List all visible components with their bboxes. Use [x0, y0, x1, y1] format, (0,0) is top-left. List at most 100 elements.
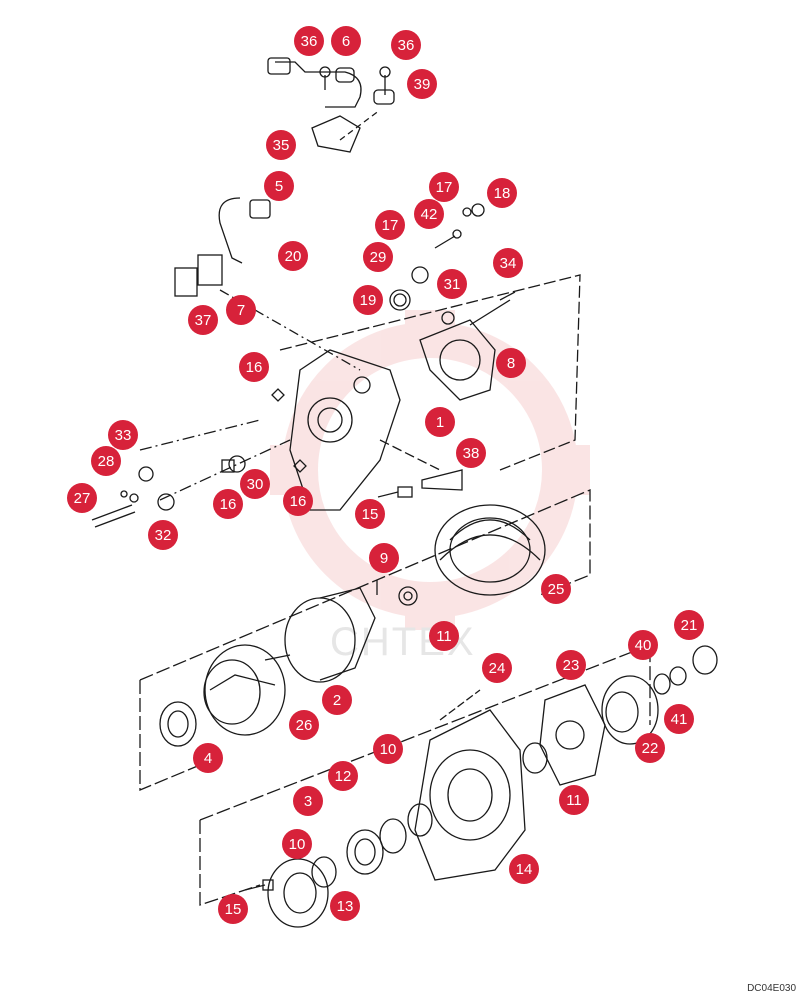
callout-badge: 2 [322, 685, 352, 715]
svg-text:12: 12 [335, 768, 352, 785]
callout-badge: 24 [482, 653, 512, 683]
svg-text:16: 16 [290, 493, 307, 510]
callout-badge: 22 [635, 733, 665, 763]
callout-badge: 16 [213, 489, 243, 519]
svg-text:3: 3 [304, 793, 312, 810]
svg-text:35: 35 [273, 137, 290, 154]
callout-badge: 36 [294, 26, 324, 56]
callout-badge: 33 [108, 420, 138, 450]
callout-badge: 34 [493, 248, 523, 278]
svg-text:34: 34 [500, 255, 517, 272]
svg-text:21: 21 [681, 617, 698, 634]
svg-text:28: 28 [98, 453, 115, 470]
callout-badge: 15 [218, 894, 248, 924]
callout-badge: 18 [487, 178, 517, 208]
callout-badge: 37 [188, 305, 218, 335]
callout-badge: 14 [509, 854, 539, 884]
svg-text:17: 17 [382, 217, 399, 234]
svg-text:9: 9 [380, 550, 388, 567]
svg-text:42: 42 [421, 206, 438, 223]
callout-badge: 5 [264, 171, 294, 201]
callout-badge: 11 [429, 621, 459, 651]
callout-badge: 42 [414, 199, 444, 229]
svg-text:8: 8 [507, 355, 515, 372]
svg-text:10: 10 [380, 741, 397, 758]
svg-text:32: 32 [155, 527, 172, 544]
callout-badges: 36 6 36 39 35 5 17 18 42 20 17 29 34 31 … [67, 26, 704, 924]
callout-badge: 1 [425, 407, 455, 437]
svg-text:29: 29 [370, 249, 387, 266]
svg-text:24: 24 [489, 660, 506, 677]
callout-badge: 39 [407, 69, 437, 99]
callout-badge: 25 [541, 574, 571, 604]
callout-badge: 7 [226, 295, 256, 325]
svg-text:37: 37 [195, 312, 212, 329]
callout-badge: 27 [67, 483, 97, 513]
svg-text:2: 2 [333, 692, 341, 709]
svg-text:1: 1 [436, 414, 444, 431]
svg-text:22: 22 [642, 740, 659, 757]
callout-badge: 16 [283, 486, 313, 516]
callout-badge: 10 [373, 734, 403, 764]
svg-text:4: 4 [204, 750, 212, 767]
callout-badge: 10 [282, 829, 312, 859]
svg-text:25: 25 [548, 581, 565, 598]
svg-text:10: 10 [289, 836, 306, 853]
svg-text:11: 11 [436, 628, 452, 645]
svg-text:27: 27 [74, 490, 91, 507]
callout-badge: 4 [193, 743, 223, 773]
callout-badge: 16 [239, 352, 269, 382]
svg-text:11: 11 [566, 792, 582, 809]
svg-text:18: 18 [494, 185, 511, 202]
callout-badge: 8 [496, 348, 526, 378]
callout-badge: 31 [437, 269, 467, 299]
callout-badge: 28 [91, 446, 121, 476]
svg-text:13: 13 [337, 898, 354, 915]
svg-text:41: 41 [671, 711, 688, 728]
callout-badge: 15 [355, 499, 385, 529]
callout-badge: 41 [664, 704, 694, 734]
svg-text:26: 26 [296, 717, 313, 734]
callout-badge: 19 [353, 285, 383, 315]
svg-text:40: 40 [635, 637, 652, 654]
svg-text:36: 36 [398, 37, 415, 54]
callout-badge: 35 [266, 130, 296, 160]
svg-text:30: 30 [247, 476, 264, 493]
svg-text:31: 31 [444, 276, 461, 293]
svg-text:33: 33 [115, 427, 132, 444]
svg-text:15: 15 [225, 901, 242, 918]
callout-badge: 23 [556, 650, 586, 680]
drawing-code: DC04E030 [747, 983, 796, 994]
svg-text:6: 6 [342, 33, 350, 50]
line-art [91, 57, 718, 928]
callout-badge: 29 [363, 242, 393, 272]
callout-badge: 21 [674, 610, 704, 640]
svg-text:5: 5 [275, 178, 283, 195]
callout-badge: 32 [148, 520, 178, 550]
svg-text:16: 16 [246, 359, 263, 376]
svg-text:36: 36 [301, 33, 318, 50]
svg-text:17: 17 [436, 179, 453, 196]
svg-text:14: 14 [516, 861, 533, 878]
svg-text:38: 38 [463, 445, 480, 462]
callout-badge: 36 [391, 30, 421, 60]
callout-badge: 17 [429, 172, 459, 202]
svg-text:15: 15 [362, 506, 379, 523]
svg-text:23: 23 [563, 657, 580, 674]
callout-badge: 6 [331, 26, 361, 56]
callout-badge: 38 [456, 438, 486, 468]
callout-badge: 40 [628, 630, 658, 660]
callout-badge: 13 [330, 891, 360, 921]
callout-badge: 20 [278, 241, 308, 271]
svg-text:16: 16 [220, 496, 237, 513]
callout-badge: 11 [559, 785, 589, 815]
callout-badge: 17 [375, 210, 405, 240]
callout-badge: 12 [328, 761, 358, 791]
svg-text:19: 19 [360, 292, 377, 309]
svg-text:20: 20 [285, 248, 302, 265]
svg-text:39: 39 [414, 76, 431, 93]
callout-badge: 26 [289, 710, 319, 740]
watermark-gear-icon [270, 310, 590, 630]
callout-badge: 30 [240, 469, 270, 499]
